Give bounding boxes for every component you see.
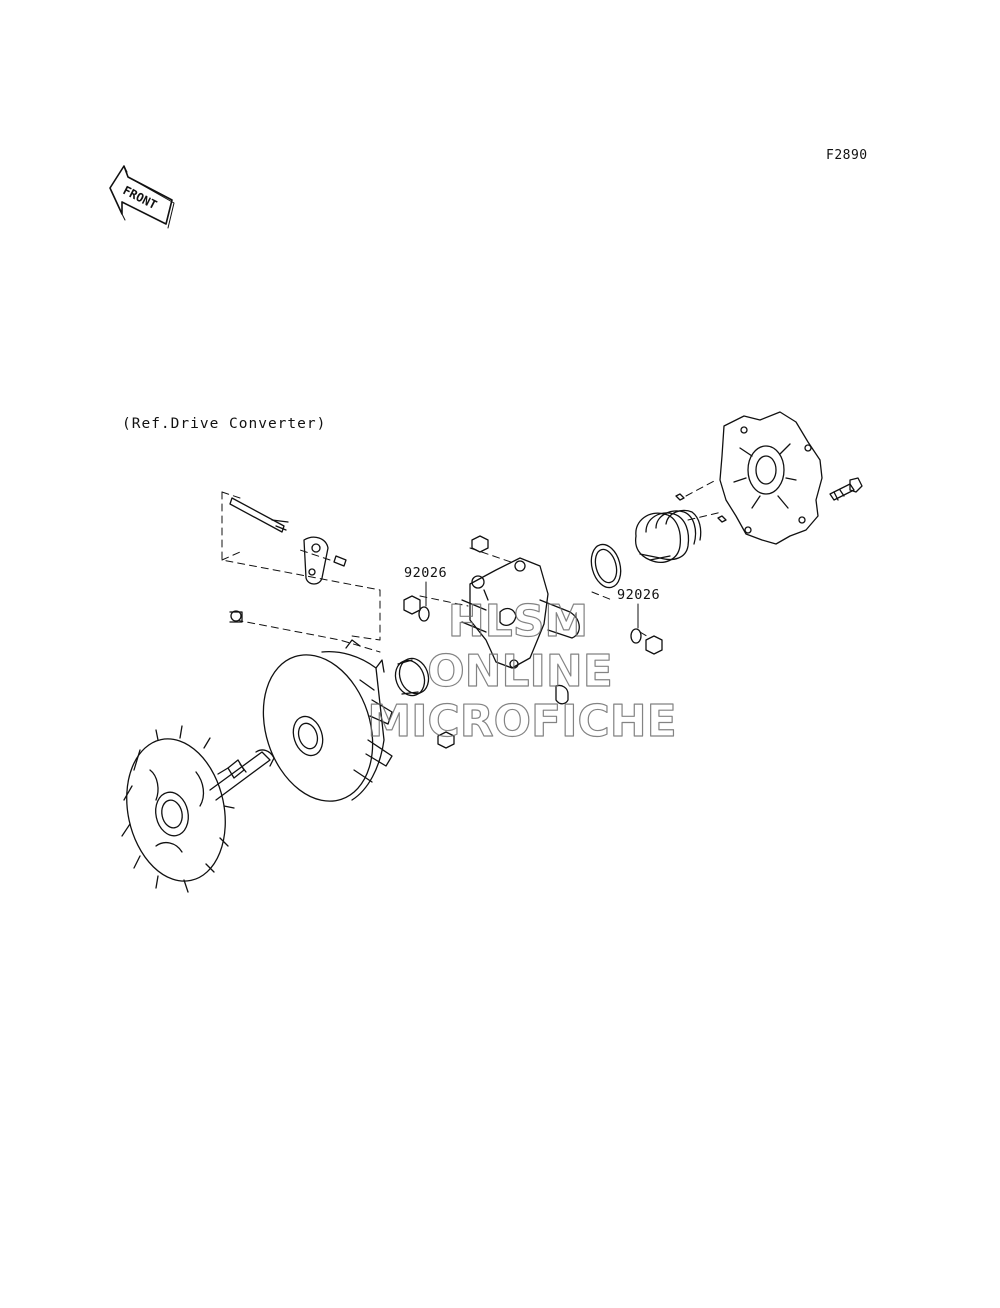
- svg-text:MICROFICHE: MICROFICHE: [367, 696, 676, 747]
- fixed-sheave-fan: [121, 725, 275, 893]
- weight-pin: [229, 497, 289, 533]
- svg-text:HLSM: HLSM: [448, 596, 588, 647]
- svg-text:ONLINE: ONLINE: [427, 646, 613, 697]
- callout-leaders: [425, 581, 639, 629]
- watermark: HLSM ONLINE MICROFICHE: [367, 595, 678, 747]
- movable-sheave: [262, 639, 393, 802]
- cam-weight: [303, 536, 329, 585]
- cover-bolt: [829, 477, 863, 501]
- bushing-ring: [394, 657, 430, 697]
- part-number-callout[interactable]: 92026: [617, 587, 661, 603]
- drive-spring: [634, 509, 702, 563]
- washer: [418, 493, 727, 644]
- roller: [229, 555, 347, 623]
- front-arrow-icon: FRONT: [109, 165, 175, 229]
- figure-id: F2890: [826, 148, 868, 163]
- part-number-callout[interactable]: 92026: [404, 565, 448, 581]
- converter-cover: [719, 411, 823, 545]
- reference-note: (Ref.Drive Converter): [122, 416, 327, 432]
- snap-ring: [590, 543, 622, 589]
- spider: [461, 557, 580, 705]
